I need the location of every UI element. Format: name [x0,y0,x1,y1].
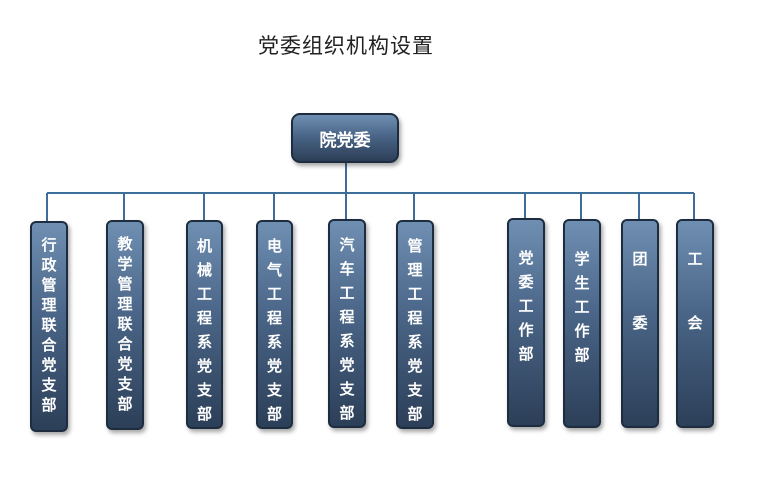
root-node: 院党委 [291,113,399,163]
org-node-student-work-dept: 学生工作部 [563,219,601,428]
org-node-label: 教学管理联合党支部 [117,235,133,413]
org-node-label: 行政管理联合党支部 [41,236,57,414]
org-node-youth-league: 团委 [621,219,659,428]
org-node-label: 汽车工程系党支部 [339,236,355,422]
org-node-label: 管理工程系党支部 [407,237,423,423]
org-node-label: 团委 [632,250,648,332]
org-node-label: 机械工程系党支部 [196,237,212,423]
org-node-management-branch: 管理工程系党支部 [396,220,434,429]
org-node-label: 党委工作部 [518,249,534,363]
org-node-label: 电气工程系党支部 [266,237,282,423]
diagram-title: 党委组织机构设置 [258,34,434,58]
org-node-automotive-branch: 汽车工程系党支部 [328,219,366,428]
org-node-mechanical-branch: 机械工程系党支部 [186,220,223,429]
org-node-label: 工会 [687,250,703,332]
org-node-trade-union: 工会 [676,219,714,428]
org-node-electrical-branch: 电气工程系党支部 [256,220,293,429]
root-node-label: 院党委 [319,130,371,151]
org-node-label: 学生工作部 [574,250,590,364]
org-node-admin-branch: 行政管理联合党支部 [30,221,68,432]
org-node-teaching-branch: 教学管理联合党支部 [106,220,144,430]
org-node-party-work-dept: 党委工作部 [507,218,545,427]
